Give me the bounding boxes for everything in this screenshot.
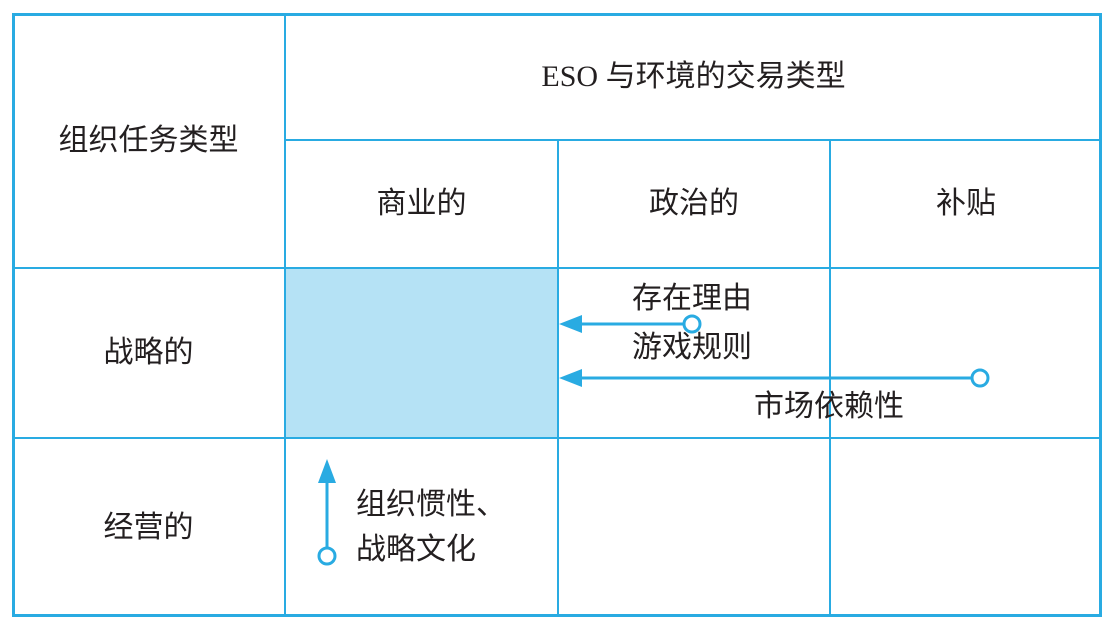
grid-line-vertical-1 xyxy=(284,13,286,617)
grid-line-horizontal-2 xyxy=(12,267,1102,269)
row-header-strategic: 战略的 xyxy=(103,336,194,369)
row-header-operational: 经营的 xyxy=(103,510,194,544)
row-dimension-header: 组织任务类型 xyxy=(58,123,239,157)
label-strategic-culture: 战略文化 xyxy=(356,533,476,566)
col-header-political: 政治的 xyxy=(649,187,739,220)
column-group-header: ESO 与环境的交易类型 xyxy=(541,59,846,93)
label-market-dependency: 市场依赖性 xyxy=(754,390,904,423)
highlighted-cell-strategic-commercial xyxy=(286,269,557,437)
grid-line-horizontal-3 xyxy=(12,437,1102,439)
grid-line-horizontal-1 xyxy=(284,139,1102,141)
label-reason-for-existence: 存在理由 xyxy=(632,282,752,315)
label-game-rules: 游戏规则 xyxy=(632,331,752,364)
grid-line-vertical-2 xyxy=(557,139,559,617)
col-header-commercial: 商业的 xyxy=(376,187,467,220)
col-header-subsidy: 补贴 xyxy=(936,187,996,220)
label-organizational-inertia: 组织惯性、 xyxy=(356,488,506,521)
